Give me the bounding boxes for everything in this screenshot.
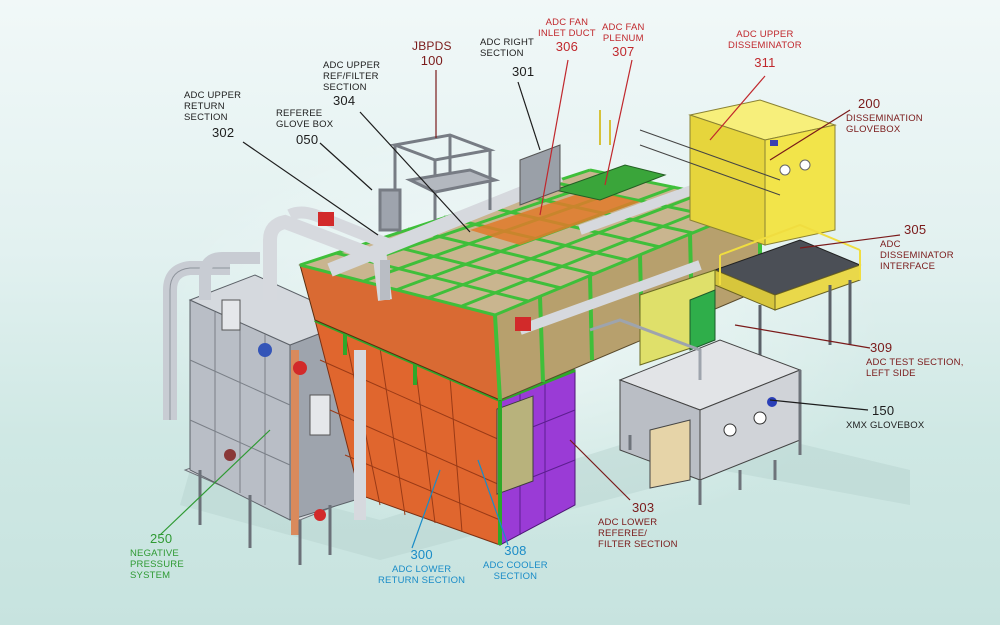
- callout-303: 303 ADC LOWER REFEREE/ FILTER SECTION: [598, 500, 678, 550]
- callout-309: 309 ADC TEST SECTION, LEFT SIDE: [866, 340, 964, 379]
- adc-test-section: [639, 269, 716, 366]
- jbpds-unit: [378, 133, 501, 232]
- red-valve-icon: [515, 317, 531, 331]
- label-text: XMX GLOVEBOX: [846, 420, 925, 431]
- label-text: ADC RIGHT SECTION: [480, 37, 535, 59]
- label-text: ADC UPPER DISSEMINATOR: [728, 29, 802, 51]
- label-number: 307: [612, 44, 635, 59]
- label-text: ADC DISSEMINATOR INTERFACE: [880, 239, 954, 272]
- label-text: ADC FAN PLENUM: [602, 22, 645, 44]
- label-text: ADC FAN INLET DUCT: [538, 17, 596, 39]
- label-text: DISSEMINATION GLOVEBOX: [846, 113, 923, 135]
- label-text: JBPDS: [412, 39, 452, 53]
- label-number: 309: [870, 340, 893, 355]
- label-number: 301: [512, 64, 535, 79]
- callout-200: 200 DISSEMINATION GLOVEBOX: [846, 96, 923, 135]
- label-number: 100: [420, 53, 443, 68]
- callout-308: 308 ADC COOLER SECTION: [483, 543, 548, 582]
- label-number: 308: [504, 543, 527, 558]
- callout-301: ADC RIGHT SECTION 301: [480, 37, 534, 79]
- label-number: 304: [333, 93, 356, 108]
- callout-250: 250 NEGATIVE PRESSURE SYSTEM: [130, 531, 184, 581]
- xmx-glovebox: [589, 318, 802, 505]
- label-text: ADC COOLER SECTION: [483, 560, 548, 582]
- disseminator-interface-platform: [713, 223, 862, 370]
- callout-302: ADC UPPER RETURN SECTION 302: [184, 90, 241, 140]
- label-text: ADC UPPER RETURN SECTION: [184, 90, 242, 123]
- dissemination-glovebox: [639, 99, 837, 246]
- callout-050: REFEREE GLOVE BOX 050: [276, 108, 333, 147]
- label-text: REFEREE GLOVE BOX: [276, 108, 334, 130]
- label-text: ADC LOWER REFEREE/ FILTER SECTION: [598, 517, 678, 550]
- label-text: NEGATIVE PRESSURE SYSTEM: [130, 548, 184, 581]
- label-number: 050: [296, 132, 319, 147]
- callout-300: 300 ADC LOWER RETURN SECTION: [378, 547, 465, 586]
- label-text: ADC UPPER REF/FILTER SECTION: [323, 60, 381, 93]
- label-number: 305: [904, 222, 927, 237]
- callout-304: ADC UPPER REF/FILTER SECTION 304: [323, 60, 380, 108]
- label-number: 311: [754, 55, 776, 70]
- callout-306: ADC FAN INLET DUCT 306: [538, 17, 596, 54]
- negative-pressure-system: [163, 252, 357, 565]
- label-text: ADC LOWER RETURN SECTION: [378, 564, 466, 586]
- callout-311: ADC UPPER DISSEMINATOR 311: [728, 29, 802, 70]
- label-number: 302: [212, 125, 235, 140]
- label-number: 303: [632, 500, 655, 515]
- leader-lines: [159, 59, 901, 549]
- callout-307: ADC FAN PLENUM 307: [602, 22, 645, 59]
- label-number: 150: [872, 403, 895, 418]
- label-number: 200: [858, 96, 881, 111]
- label-number: 250: [150, 531, 173, 546]
- label-number: 300: [410, 547, 433, 562]
- callout-100: JBPDS 100: [412, 39, 452, 69]
- label-text: ADC TEST SECTION, LEFT SIDE: [866, 357, 964, 379]
- callout-150: 150 XMX GLOVEBOX: [846, 403, 924, 431]
- label-number: 306: [555, 39, 579, 54]
- red-valve-icon: [318, 212, 334, 226]
- callout-305: 305 ADC DISSEMINATOR INTERFACE: [880, 222, 954, 272]
